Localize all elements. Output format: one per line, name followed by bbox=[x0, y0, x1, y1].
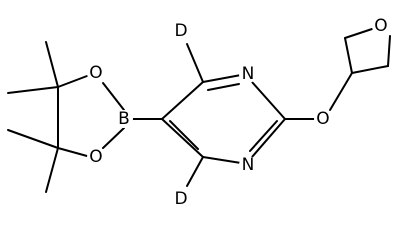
bond-oxetane-bottom bbox=[351, 65, 389, 74]
atom-o-boronate-top-label: O bbox=[89, 63, 102, 83]
atom-d-bottom: D bbox=[172, 189, 190, 209]
atom-o-ether: O bbox=[314, 109, 332, 129]
atom-d-bottom-label: D bbox=[174, 189, 187, 209]
bond-c4-d bbox=[186, 43, 204, 83]
atom-n-top: N bbox=[239, 64, 257, 84]
atom-o-boronate-bottom-label: O bbox=[89, 147, 102, 167]
bond-oxetane-left bbox=[344, 37, 353, 74]
atom-o-oxetane: O bbox=[372, 16, 390, 36]
molecule-structure: D D N N O O B O bbox=[7, 16, 391, 209]
bond-b-o-top bbox=[102, 82, 125, 111]
bond-n1-c6 bbox=[202, 156, 242, 164]
atom-o-oxetane-label: O bbox=[374, 16, 387, 36]
bond-c4-n3-inner bbox=[207, 83, 240, 91]
bonds bbox=[7, 28, 391, 193]
atom-o-ether-label: O bbox=[316, 109, 329, 129]
bond-c5-c4 bbox=[161, 81, 204, 120]
bond-o-oxetane bbox=[329, 72, 353, 111]
atom-o-boronate-top: O bbox=[87, 63, 105, 83]
bond-oxetane-right bbox=[387, 35, 391, 67]
atom-d-top: D bbox=[172, 21, 190, 41]
bond-c6-d bbox=[186, 156, 204, 187]
bond-o-bottom-c bbox=[57, 147, 88, 157]
atom-o-boronate-bottom: O bbox=[87, 147, 105, 167]
bond-c4-n3 bbox=[202, 74, 242, 83]
bond-b-o-bottom bbox=[102, 127, 125, 149]
bond-n3-c2 bbox=[251, 81, 286, 120]
atom-n-bottom: N bbox=[239, 155, 257, 175]
bond-c2-n1 bbox=[251, 118, 286, 158]
bond-c6-c5-inner bbox=[169, 120, 199, 150]
atom-boron-label: B bbox=[118, 109, 130, 129]
atom-n-top-label: N bbox=[242, 64, 255, 84]
bond-methyl-4 bbox=[45, 147, 59, 193]
bond-methyl-1 bbox=[45, 41, 59, 88]
atom-d-top-label: D bbox=[174, 21, 187, 41]
bond-oxetane-top bbox=[344, 28, 373, 39]
atom-boron: B bbox=[115, 109, 133, 129]
bond-c6-c5 bbox=[161, 118, 204, 158]
bond-methyl-2 bbox=[7, 86, 59, 94]
atom-n-bottom-label: N bbox=[242, 155, 255, 175]
bond-methyl-3 bbox=[7, 129, 59, 149]
atom-labels: D D N N O O B O bbox=[87, 16, 390, 209]
bond-o-top-c bbox=[57, 75, 88, 88]
structure-canvas: D D N N O O B O bbox=[7, 16, 391, 209]
bond-c2-n1-inner bbox=[249, 120, 278, 152]
